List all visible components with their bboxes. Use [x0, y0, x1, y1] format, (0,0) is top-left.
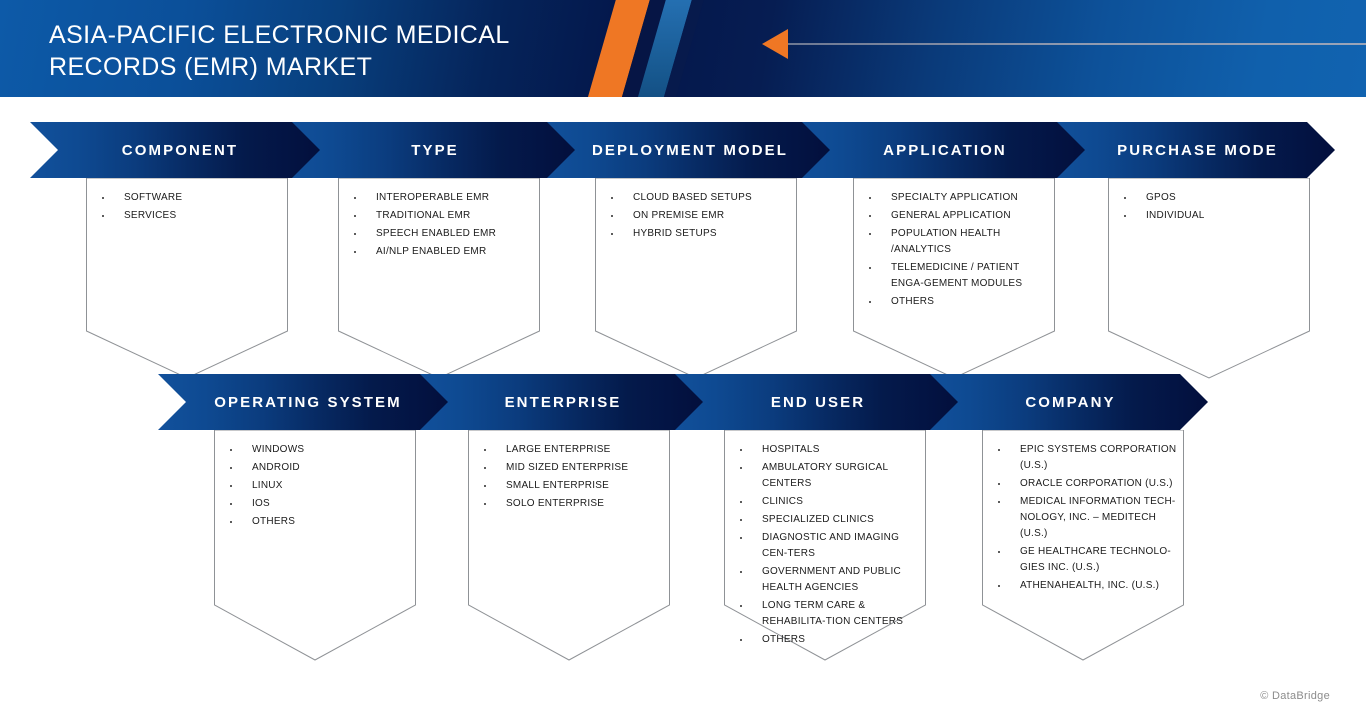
segment-header-purchase-mode[interactable]: PURCHASE MODE	[1050, 122, 1335, 178]
list-item: ON PREMISE EMR	[607, 208, 791, 224]
list-item: GOVERNMENT AND PUBLIC HEALTH AGENCIES	[736, 564, 920, 596]
list-item: OTHERS	[736, 632, 920, 648]
list-item: SPEECH ENABLED EMR	[350, 226, 534, 242]
list-item: MID SIZED ENTERPRISE	[480, 460, 664, 476]
list-item: POPULATION HEALTH /ANALYTICS	[865, 226, 1049, 258]
list-item: ATHENAHEALTH, INC. (U.S.)	[994, 578, 1178, 594]
segment-header-company[interactable]: COMPANY	[923, 374, 1208, 430]
list-item: AMBULATORY SURGICAL CENTERS	[736, 460, 920, 492]
segment-panel-application	[853, 178, 1057, 380]
segment-list-application: SPECIALTY APPLICATION GENERAL APPLICATION…	[865, 190, 1049, 312]
segment-header-operating-system[interactable]: OPERATING SYSTEM	[158, 374, 448, 430]
segment-list-operating-system: WINDOWS ANDROID LINUX IOS OTHERS	[226, 442, 410, 532]
list-item: SPECIALIZED CLINICS	[736, 512, 920, 528]
list-item: SMALL ENTERPRISE	[480, 478, 664, 494]
segment-title-label: ENTERPRISE	[504, 393, 622, 411]
list-item: MEDICAL INFORMATION TECH-NOLOGY, INC. – …	[994, 494, 1178, 542]
segment-title-label: TYPE	[411, 141, 459, 159]
list-item: SOFTWARE	[98, 190, 282, 206]
segment-panel-enterprise	[468, 430, 672, 662]
list-item: AI/NLP ENABLED EMR	[350, 244, 534, 260]
list-item: ORACLE CORPORATION (U.S.)	[994, 476, 1178, 492]
segment-list-enterprise: LARGE ENTERPRISE MID SIZED ENTERPRISE SMAL…	[480, 442, 664, 514]
segment-title-label: DEPLOYMENT MODEL	[591, 141, 789, 159]
segment-panel-company	[982, 430, 1186, 662]
segment-header-enterprise[interactable]: ENTERPRISE	[413, 374, 703, 430]
segment-panel-end-user	[724, 430, 928, 662]
segment-panel-deployment-model	[595, 178, 799, 380]
list-item: LINUX	[226, 478, 410, 494]
list-item: LONG TERM CARE & REHABILITA-TION CENTERS	[736, 598, 920, 630]
list-item: CLOUD BASED SETUPS	[607, 190, 791, 206]
list-item: IOS	[226, 496, 410, 512]
list-item: HOSPITALS	[736, 442, 920, 458]
segment-list-type: INTEROPERABLE EMR TRADITIONAL EMR SPEECH E…	[350, 190, 534, 262]
segment-title-label: APPLICATION	[883, 141, 1007, 159]
list-item: WINDOWS	[226, 442, 410, 458]
page-title: ASIA-PACIFIC ELECTRONIC MEDICAL RECORDS …	[49, 21, 510, 81]
list-item: GENERAL APPLICATION	[865, 208, 1049, 224]
list-item: EPIC SYSTEMS CORPORATION (U.S.)	[994, 442, 1178, 474]
list-item: TRADITIONAL EMR	[350, 208, 534, 224]
segment-title-label: END USER	[770, 393, 866, 411]
segment-panel-operating-system	[214, 430, 418, 662]
list-item: SERVICES	[98, 208, 282, 224]
segment-header-end-user[interactable]: END USER	[668, 374, 958, 430]
segment-header-deployment-model[interactable]: DEPLOYMENT MODEL	[540, 122, 830, 178]
list-item: SOLO ENTERPRISE	[480, 496, 664, 512]
list-item: TELEMEDICINE / PATIENT ENGA-GEMENT MODUL…	[865, 260, 1049, 292]
list-item: GPOS	[1120, 190, 1304, 206]
segment-header-application[interactable]: APPLICATION	[795, 122, 1085, 178]
segment-title-label: COMPANY	[1025, 393, 1116, 411]
segment-title-label: COMPONENT	[121, 141, 239, 159]
list-item: HYBRID SETUPS	[607, 226, 791, 242]
list-item: INDIVIDUAL	[1120, 208, 1304, 224]
segment-list-component: SOFTWARE SERVICES	[98, 190, 282, 226]
list-item: SPECIALTY APPLICATION	[865, 190, 1049, 206]
segment-list-company: EPIC SYSTEMS CORPORATION (U.S.) ORACLE CO…	[994, 442, 1178, 596]
list-item: LARGE ENTERPRISE	[480, 442, 664, 458]
segment-panel-component	[86, 178, 290, 380]
list-item: OTHERS	[865, 294, 1049, 310]
list-item: INTEROPERABLE EMR	[350, 190, 534, 206]
segment-header-type[interactable]: TYPE	[285, 122, 575, 178]
list-item: ANDROID	[226, 460, 410, 476]
segment-header-component[interactable]: COMPONENT	[30, 122, 320, 178]
segment-list-end-user: HOSPITALS AMBULATORY SURGICAL CENTERS CLIN…	[736, 442, 920, 650]
header-rule	[786, 43, 1366, 45]
list-item: OTHERS	[226, 514, 410, 530]
segment-title-label: OPERATING SYSTEM	[214, 393, 402, 411]
list-item: DIAGNOSTIC AND IMAGING CEN-TERS	[736, 530, 920, 562]
header-banner: ASIA-PACIFIC ELECTRONIC MEDICAL RECORDS …	[0, 0, 1366, 97]
segment-list-deployment-model: CLOUD BASED SETUPS ON PREMISE EMR HYBRID S…	[607, 190, 791, 244]
segment-panel-purchase-mode	[1108, 178, 1312, 380]
list-item: GE HEALTHCARE TECHNOLO-GIES INC. (U.S.)	[994, 544, 1178, 576]
copyright-credit: © DataBridge	[1260, 690, 1330, 702]
segment-panel-type	[338, 178, 542, 380]
segment-title-label: PURCHASE MODE	[1117, 141, 1278, 159]
list-item: CLINICS	[736, 494, 920, 510]
segment-list-purchase-mode: GPOS INDIVIDUAL	[1120, 190, 1304, 226]
left-arrow-icon	[762, 29, 788, 59]
